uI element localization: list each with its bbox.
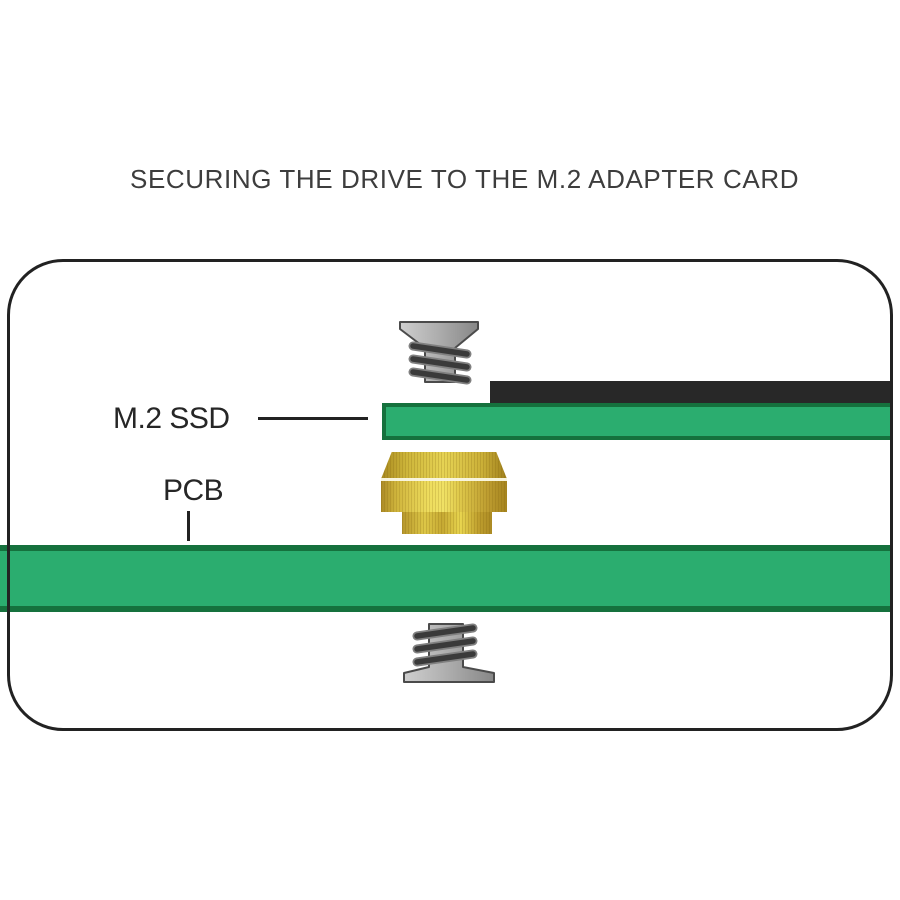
standoff-body [381, 481, 507, 512]
standoff-hairline [381, 478, 507, 481]
pcb-leader-line [187, 511, 190, 541]
m2-ssd-board [382, 403, 893, 440]
ssd-connector-strip [490, 381, 893, 403]
screw-thread-coils [408, 341, 472, 385]
label-m2-ssd: M.2 SSD [113, 402, 230, 435]
mounting-screw-top-icon [399, 321, 479, 385]
screw-thread-coils [412, 623, 478, 667]
standoff-base [402, 512, 492, 534]
diagram-title: SECURING THE DRIVE TO THE M.2 ADAPTER CA… [130, 164, 800, 194]
ssd-leader-line [258, 417, 368, 420]
pcb-board [0, 545, 893, 612]
mounting-screw-bottom-icon [403, 623, 495, 683]
label-pcb: PCB [163, 474, 224, 507]
standoff-bevel [381, 452, 507, 479]
